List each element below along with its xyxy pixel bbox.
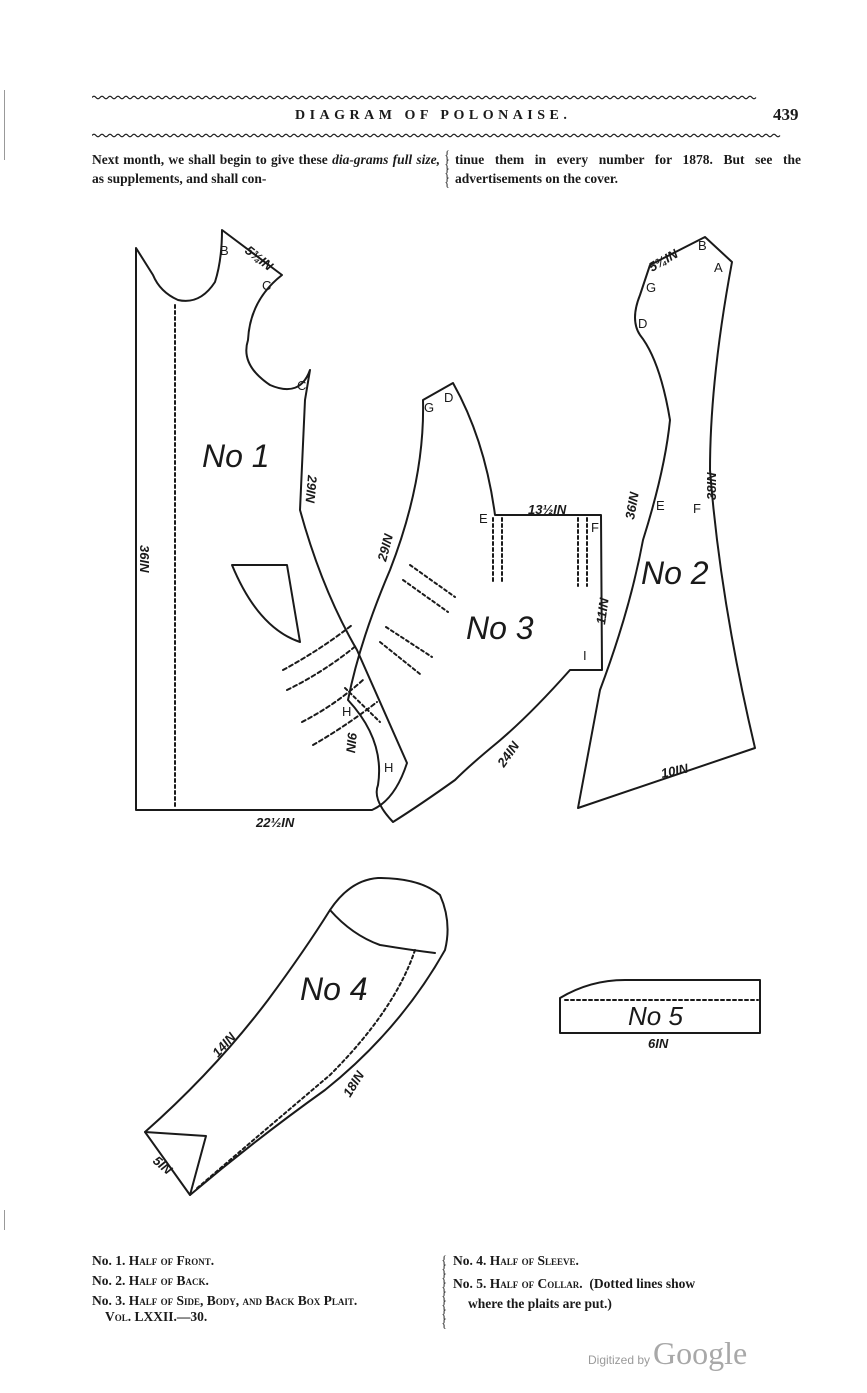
margin-line xyxy=(4,1210,5,1230)
piece-1-pocket xyxy=(231,564,301,643)
measurement-label: 18IN xyxy=(340,1068,368,1100)
point-label: F xyxy=(591,520,599,535)
caption-number: No. 1. xyxy=(92,1253,126,1268)
piece-1-plait-line xyxy=(312,701,378,746)
point-label: H xyxy=(342,704,351,719)
piece-3-label: No 3 xyxy=(466,610,534,646)
caption-number: No. 4. xyxy=(453,1253,487,1268)
point-label: H xyxy=(384,760,393,775)
caption-text: Half of Collar. xyxy=(489,1276,583,1291)
piece-4-dotted-seam xyxy=(194,949,416,1191)
point-label: C xyxy=(297,378,306,393)
column-brace: {{{{ xyxy=(444,147,451,189)
point-label: D xyxy=(444,390,453,405)
measurement-label: 36IN xyxy=(622,490,642,520)
caption-item: No. 4. Half of Sleeve. xyxy=(453,1253,579,1269)
point-label: D xyxy=(638,316,647,331)
measurement-label: 13½IN xyxy=(528,502,567,517)
piece-3-plait-line xyxy=(402,579,449,613)
piece-5-label: No 5 xyxy=(628,1001,683,1031)
point-label: E xyxy=(479,511,488,526)
piece-3-plait-line xyxy=(379,641,421,675)
measurement-label: 5IN xyxy=(150,1153,176,1178)
digitized-by-watermark: Digitized byGoogle xyxy=(588,1335,747,1372)
header-rule-bottom xyxy=(92,133,800,138)
header-rule-top xyxy=(92,95,800,100)
caption-note: (Dotted lines show xyxy=(589,1276,696,1291)
volume-marker: Vol. LXXII.—30. xyxy=(105,1309,207,1325)
caption-text: Half of Front. xyxy=(128,1253,215,1268)
intro-text-left: Next month, we shall begin to give these… xyxy=(92,150,440,188)
piece-4-triangle xyxy=(144,1131,207,1196)
intro-text: as supplements, and shall con- xyxy=(92,171,267,186)
caption-text: Half of Sleeve. xyxy=(489,1253,579,1268)
measurement-label: 5¾IN xyxy=(242,243,276,274)
piece-4-label: No 4 xyxy=(300,971,368,1007)
caption-text: Half of Back. xyxy=(128,1273,209,1288)
measurement-label: 29IN xyxy=(303,474,320,504)
measurement-label: 11IN xyxy=(593,596,612,625)
intro-text: Next month, we shall begin to give these xyxy=(92,152,333,167)
point-label: B xyxy=(220,243,229,258)
point-label: G xyxy=(424,400,434,415)
measurement-label: 36IN xyxy=(137,545,152,573)
point-label: E xyxy=(656,498,665,513)
caption-item: No. 1. Half of Front. xyxy=(92,1253,214,1269)
caption-item: No. 3. Half of Side, Body, and Back Box … xyxy=(92,1293,357,1309)
piece-4-inner-curve xyxy=(329,909,436,954)
intro-emphasis: dia-grams full size, xyxy=(332,152,440,167)
measurement-label: 29IN xyxy=(374,532,396,564)
caption-note: where the plaits are put.) xyxy=(468,1296,612,1311)
measurement-label: 9IN xyxy=(343,732,360,754)
point-label: A xyxy=(714,260,723,275)
measurement-label: 22½IN xyxy=(255,815,295,830)
piece-4-outline xyxy=(144,877,449,1196)
page-number: 439 xyxy=(773,105,799,124)
caption-number: No. 5. xyxy=(453,1276,487,1291)
page-title: DIAGRAM OF POLONAISE. xyxy=(295,108,572,123)
measurement-label: 14IN xyxy=(209,1029,239,1060)
measurement-label: 5¾IN xyxy=(646,246,681,275)
piece-5-outline xyxy=(559,979,761,1034)
caption-text: Half of Side, Body, and Back Box Plait. xyxy=(128,1293,358,1308)
piece-1-plait-line xyxy=(301,679,364,723)
piece-1-plait-line xyxy=(282,624,353,671)
point-label: C xyxy=(262,278,271,293)
piece-1-label: No 1 xyxy=(202,438,270,474)
piece-3-plait-line xyxy=(385,626,433,658)
piece-3-plait-line xyxy=(344,687,381,723)
measurement-label: 10IN xyxy=(660,760,691,781)
intro-text-right: tinue them in every number for 1878. But… xyxy=(455,152,801,186)
caption-number: No. 3. xyxy=(92,1293,126,1308)
margin-line xyxy=(4,90,5,160)
piece-2-outline xyxy=(577,236,756,809)
google-logo: Google xyxy=(653,1335,748,1371)
piece-3-plait-line xyxy=(409,564,456,598)
watermark-prefix: Digitized by xyxy=(588,1353,651,1367)
volume-value: LXXII.—30. xyxy=(134,1309,208,1324)
volume-label: Vol. xyxy=(105,1309,132,1324)
point-label: I xyxy=(583,648,587,663)
piece-3-outline xyxy=(347,382,603,823)
point-label: F xyxy=(693,501,701,516)
piece-2-label: No 2 xyxy=(641,555,709,591)
column-brace: {{{{{{{{ xyxy=(441,1252,448,1330)
caption-item: No. 5. Half of Collar. (Dotted lines sho… xyxy=(453,1276,695,1292)
measurement-label: 6IN xyxy=(648,1036,669,1051)
caption-number: No. 2. xyxy=(92,1273,126,1288)
point-label: G xyxy=(646,280,656,295)
caption-item: No. 2. Half of Back. xyxy=(92,1273,209,1289)
piece-1-outline xyxy=(135,229,408,811)
point-label: B xyxy=(698,238,707,253)
measurement-label: 38IN xyxy=(704,472,719,500)
piece-1-plait-line xyxy=(286,644,358,691)
